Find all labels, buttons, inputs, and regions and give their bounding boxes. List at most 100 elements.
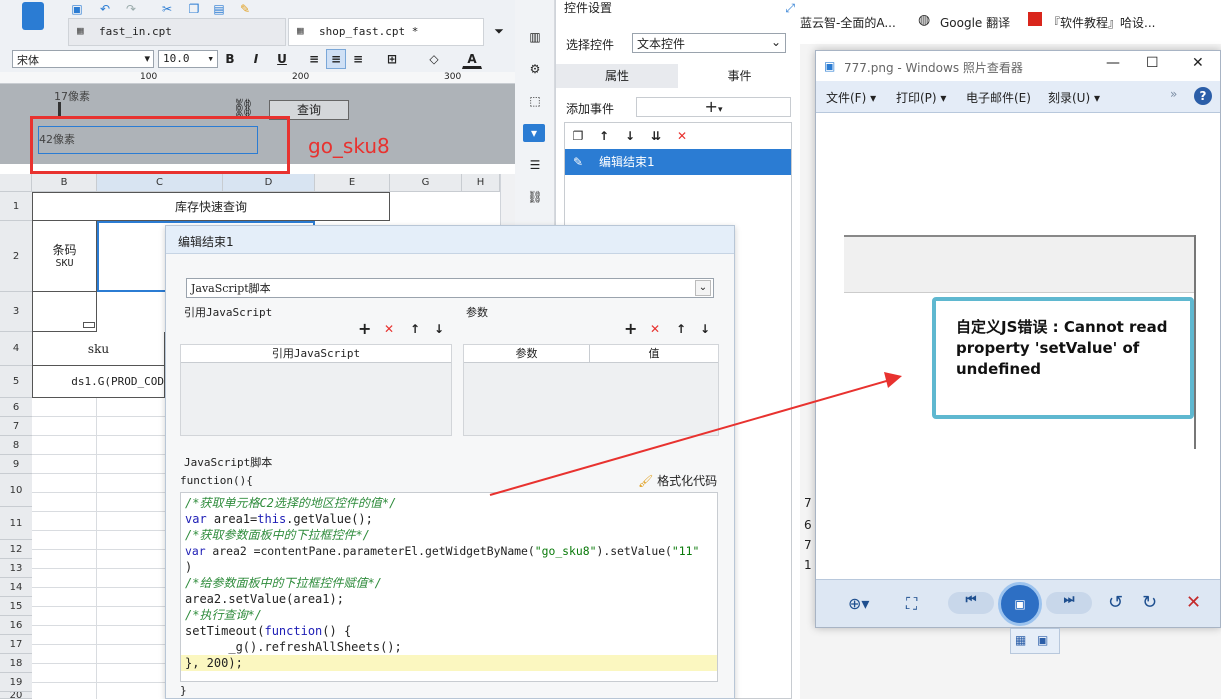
row-header[interactable]: 20: [0, 692, 32, 699]
sort-icon[interactable]: ⇊: [650, 129, 662, 143]
row-header[interactable]: 12: [0, 540, 32, 559]
col-header[interactable]: B: [32, 174, 97, 192]
row-header[interactable]: 11: [0, 507, 32, 540]
grid-view-icon[interactable]: ▦: [1015, 633, 1027, 647]
expand-icon[interactable]: ⤢: [785, 1, 795, 15]
copy-icon[interactable]: ❐: [188, 2, 200, 16]
more-icon[interactable]: »: [1170, 87, 1178, 101]
row-header[interactable]: 3: [0, 292, 32, 332]
tab-attributes[interactable]: 属性: [556, 64, 678, 88]
next-button[interactable]: ⏭: [1046, 592, 1092, 614]
tab-shop-fast[interactable]: ▦ shop_fast.cpt *: [288, 18, 484, 46]
tab-events[interactable]: 事件: [678, 64, 801, 88]
fit-icon[interactable]: ⛶: [906, 594, 918, 613]
title-cell[interactable]: 库存快速查询: [32, 192, 390, 221]
code-editor[interactable]: /*获取单元格C2选择的地区控件的值*/ var area1=this.getV…: [180, 492, 718, 682]
query-button[interactable]: 查询: [269, 100, 349, 120]
row-header[interactable]: 17: [0, 635, 32, 654]
image-view-icon[interactable]: ▣: [1037, 633, 1049, 647]
maximize-icon[interactable]: ☐: [1146, 55, 1159, 71]
slideshow-button[interactable]: ▣: [998, 582, 1042, 626]
menu-file[interactable]: 文件(F) ▾: [826, 91, 877, 105]
col-header[interactable]: H: [462, 174, 500, 192]
script-type-select[interactable]: JavaScript脚本 ⌄: [186, 278, 714, 298]
align-center-icon[interactable]: ≡: [326, 49, 346, 69]
move-down-icon[interactable]: ↓: [624, 129, 636, 143]
row-header[interactable]: 6: [0, 398, 32, 417]
empty-cell[interactable]: [32, 292, 97, 332]
italic-button[interactable]: I: [253, 52, 259, 66]
param-up-icon[interactable]: ↑: [676, 322, 687, 336]
font-family-select[interactable]: 宋体▾: [12, 50, 154, 68]
row-header[interactable]: 19: [0, 673, 32, 692]
remove-param-icon[interactable]: ✕: [650, 322, 661, 336]
menu-print[interactable]: 打印(P) ▾: [896, 91, 947, 105]
menu-burn[interactable]: 刻录(U) ▾: [1048, 91, 1100, 105]
minimize-icon[interactable]: —: [1106, 55, 1120, 71]
format-code-button[interactable]: 🖌 格式化代码: [638, 474, 718, 488]
col-header[interactable]: G: [390, 174, 462, 192]
underline-button[interactable]: U: [277, 52, 287, 66]
font-color-icon[interactable]: A: [462, 49, 482, 69]
layout-icon[interactable]: ▥: [529, 30, 541, 44]
rotate-right-icon[interactable]: ↻: [1142, 592, 1158, 613]
add-ref-icon[interactable]: +: [358, 319, 372, 338]
widget-type-select[interactable]: 文本控件⌄: [632, 33, 786, 53]
ref-up-icon[interactable]: ↑: [410, 322, 421, 336]
tab-menu-icon[interactable]: ⏷: [494, 24, 504, 38]
move-up-icon[interactable]: ↑: [598, 129, 610, 143]
row-header[interactable]: 4: [0, 332, 32, 366]
row-header[interactable]: 18: [0, 654, 32, 673]
redo-icon[interactable]: ↷: [125, 2, 137, 16]
ref-down-icon[interactable]: ↓: [434, 322, 445, 336]
add-param-icon[interactable]: +: [624, 319, 638, 338]
view-toggle[interactable]: ▦ ▣: [1010, 628, 1060, 654]
close-icon[interactable]: ✕: [1192, 55, 1204, 71]
widget-icon[interactable]: ▾: [523, 124, 545, 142]
col-header[interactable]: C: [97, 174, 223, 192]
delete-icon[interactable]: ✕: [676, 129, 688, 143]
remove-ref-icon[interactable]: ✕: [384, 322, 395, 336]
col-header[interactable]: D: [223, 174, 315, 192]
row-header[interactable]: 2: [0, 221, 32, 292]
barcode-cell[interactable]: 条码 SKU: [32, 221, 97, 292]
save-icon[interactable]: ▣: [71, 2, 83, 16]
bookmark-item[interactable]: 『软件教程』哈设...: [1048, 16, 1156, 30]
row-header[interactable]: 14: [0, 578, 32, 597]
col-header[interactable]: E: [315, 174, 390, 192]
cut-icon[interactable]: ✂: [161, 2, 173, 16]
zoom-icon[interactable]: ⊕▾: [848, 594, 870, 613]
sku-cell[interactable]: sku: [32, 332, 165, 366]
stack-icon[interactable]: ☰: [529, 158, 541, 172]
row-header[interactable]: 1: [0, 192, 32, 221]
link-icon[interactable]: ⛓: [527, 190, 543, 204]
row-header[interactable]: 7: [0, 417, 32, 436]
tab-fast-in[interactable]: ▦ fast_in.cpt: [68, 18, 286, 46]
delete-image-icon[interactable]: ✕: [1186, 592, 1202, 613]
bold-button[interactable]: B: [225, 52, 235, 66]
border-icon[interactable]: ⊞: [386, 52, 398, 66]
formula-cell[interactable]: ds1.G(PROD_COD: [32, 366, 165, 398]
settings-icon[interactable]: ⚙: [529, 62, 541, 76]
selected-text-widget[interactable]: 42像素: [38, 126, 258, 154]
bookmark-item[interactable]: Google 翻译: [940, 16, 1011, 30]
row-header[interactable]: 15: [0, 597, 32, 616]
undo-icon[interactable]: ↶: [99, 2, 111, 16]
row-header[interactable]: 10: [0, 474, 32, 507]
format-painter-icon[interactable]: ✎: [239, 2, 251, 16]
row-header[interactable]: 13: [0, 559, 32, 578]
row-header[interactable]: 8: [0, 436, 32, 455]
align-right-icon[interactable]: ≡: [352, 52, 364, 66]
add-event-button[interactable]: +▾: [636, 97, 791, 117]
align-left-icon[interactable]: ≡: [308, 52, 320, 66]
fill-color-icon[interactable]: ◇: [429, 52, 439, 66]
help-icon[interactable]: ?: [1194, 87, 1212, 105]
copy-event-icon[interactable]: ❐: [572, 129, 584, 143]
crop-icon[interactable]: ⬚: [529, 94, 541, 108]
font-size-select[interactable]: 10.0▾: [158, 50, 218, 68]
row-header[interactable]: 16: [0, 616, 32, 635]
param-down-icon[interactable]: ↓: [700, 322, 711, 336]
row-header[interactable]: 9: [0, 455, 32, 474]
previous-button[interactable]: ⏮: [948, 592, 994, 614]
row-header[interactable]: 5: [0, 366, 32, 398]
